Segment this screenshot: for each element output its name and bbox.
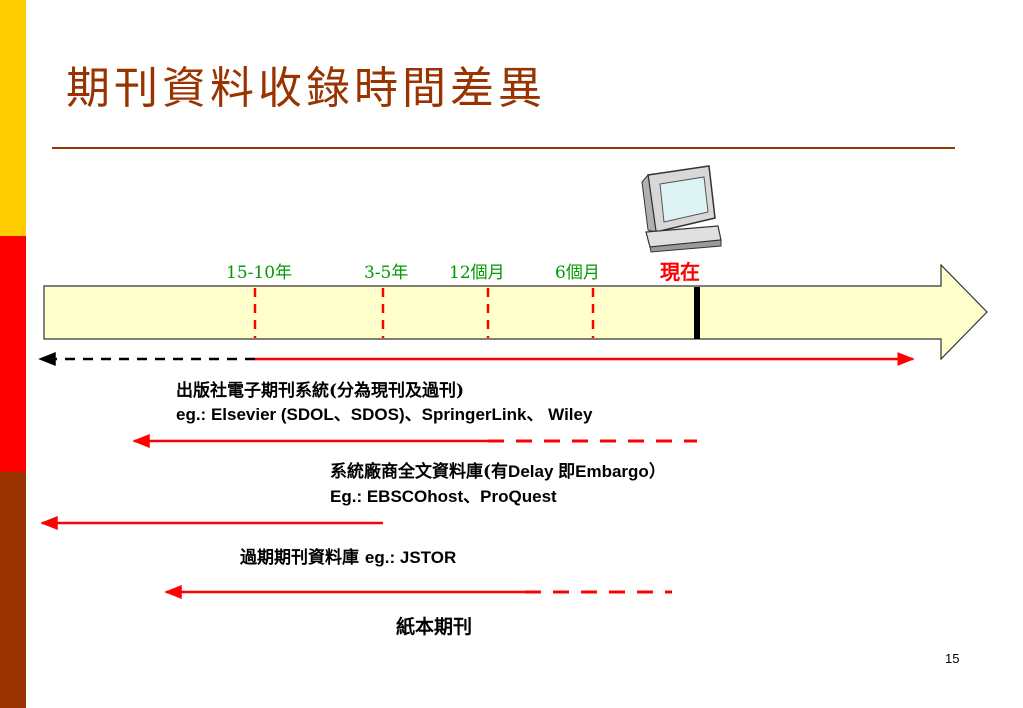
page-number: 15	[945, 651, 960, 666]
aggregator-examples-text: Eg.: EBSCOhost、ProQuest	[330, 487, 557, 506]
aggregator-examples: Eg.: EBSCOhost、ProQuest	[330, 482, 557, 507]
print-journal-label: 紙本期刊	[396, 612, 472, 639]
aggregator-delay: Delay	[508, 462, 559, 481]
backfile-example: eg.: JSTOR	[364, 548, 457, 567]
tick-label-6-months: 6個月	[555, 263, 600, 283]
aggregator-label: 系統廠商全文資料庫(有Delay 即Embargo）	[330, 457, 666, 482]
accent-bar-red	[0, 236, 26, 472]
aggregator-embargo: Embargo	[575, 462, 649, 481]
tick-label-3-5-years: 3-5年	[364, 263, 409, 283]
now-label: 現在	[660, 260, 700, 284]
aggregator-ie: 即	[558, 462, 576, 482]
publisher-system-examples: eg.: Elsevier (SDOL、SDOS)、SpringerLink、 …	[176, 400, 592, 425]
tick-label-12-months: 12個月	[449, 263, 505, 283]
aggregator-close-paren: ）	[648, 462, 666, 482]
title-divider	[52, 147, 955, 149]
tick-label-15-10-years: 15-10年	[226, 263, 293, 283]
backfile-title: 過期期刊資料庫	[240, 548, 365, 568]
computer-icon	[641, 165, 722, 253]
print-journal-title: 紙本期刊	[396, 616, 473, 638]
accent-bar-brown	[0, 472, 26, 708]
timeline-arrow	[43, 263, 988, 361]
slide-title: 期刊資料收錄時間差異	[66, 63, 546, 114]
accent-bar-yellow	[0, 0, 26, 236]
backfile-label: 過期期刊資料庫 eg.: JSTOR	[240, 543, 456, 568]
aggregator-title: 系統廠商全文資料庫(有	[330, 462, 509, 482]
publisher-system-title: 出版社電子期刊系統(分為現刊及過刊)	[176, 381, 465, 401]
publisher-system-label: 出版社電子期刊系統(分為現刊及過刊)	[176, 376, 464, 401]
publisher-system-examples-text: eg.: Elsevier (SDOL、SDOS)、SpringerLink、 …	[176, 405, 593, 424]
